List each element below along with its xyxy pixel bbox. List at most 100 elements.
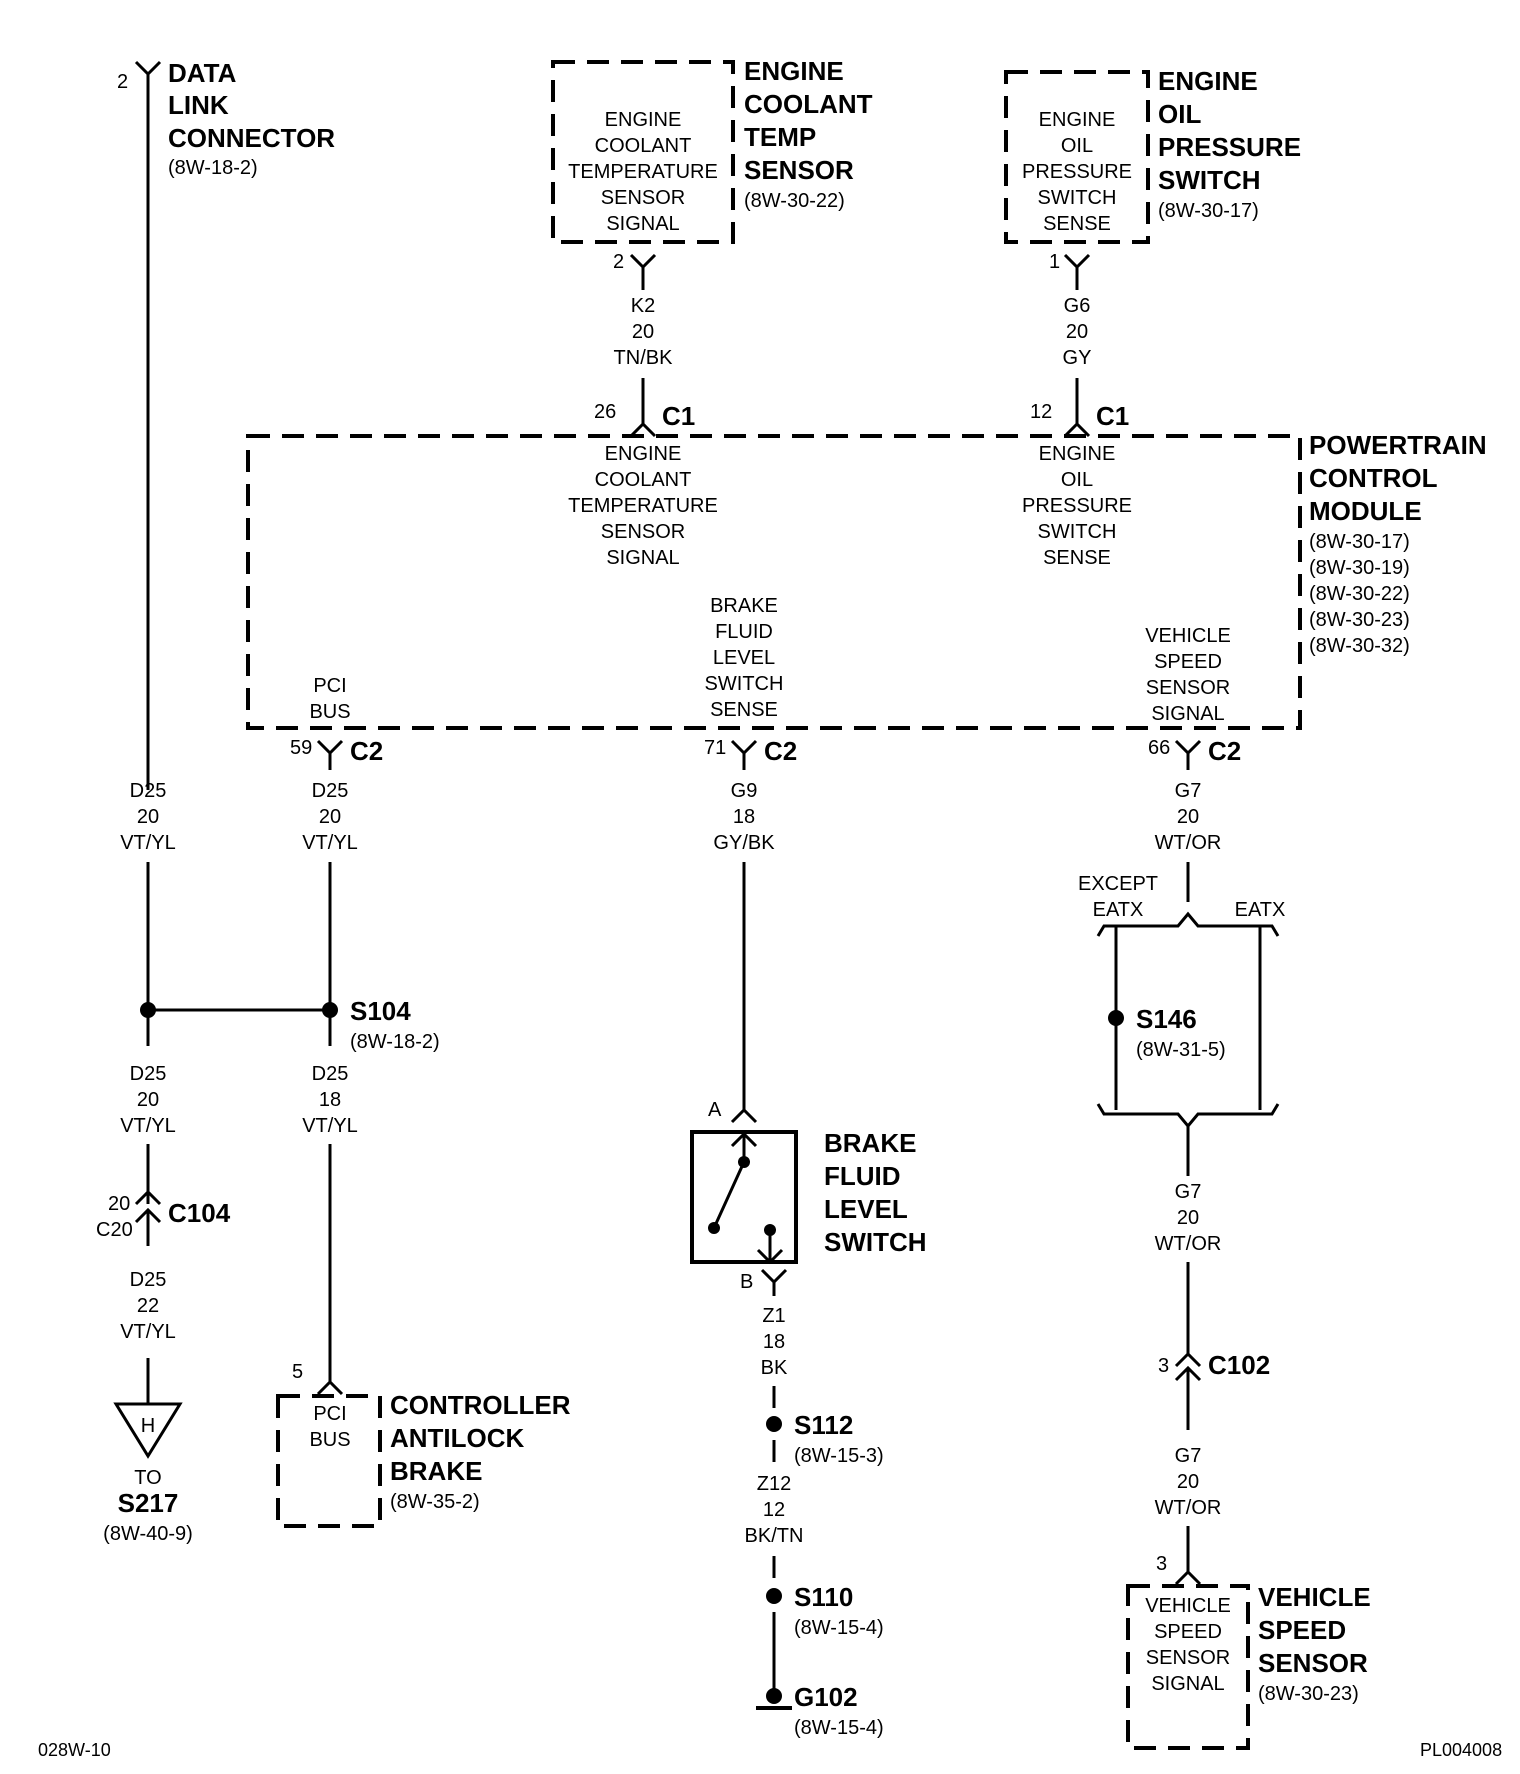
vss-mid-color: WT/OR xyxy=(1155,1233,1222,1255)
vss-top-circuit: G7 xyxy=(1175,780,1202,802)
ects-title-3: TEMP xyxy=(744,122,816,152)
pcm-ref-4: (8W-30-23) xyxy=(1309,609,1410,631)
vss-title-1: VEHICLE xyxy=(1258,1582,1371,1612)
bfls-contact-pivot xyxy=(708,1222,720,1234)
s104-name: S104 xyxy=(350,996,411,1026)
ects-title-4: SENSOR xyxy=(744,155,854,185)
pcm-ref-5: (8W-30-32) xyxy=(1309,635,1410,657)
pcm-ect-label-1: ENGINE xyxy=(605,443,682,465)
oilsw-inner-5: SENSE xyxy=(1043,213,1111,235)
vss-top-gauge: 20 xyxy=(1177,806,1199,828)
pcm-vss-label-4: SIGNAL xyxy=(1151,703,1224,725)
ects-inner-4: SENSOR xyxy=(601,187,685,209)
oilsw-inner-1: ENGINE xyxy=(1039,109,1116,131)
c104-pin-top: 20 xyxy=(108,1193,130,1215)
dlc-top-color: VT/YL xyxy=(120,832,176,854)
pcm-oil-label-3: PRESSURE xyxy=(1022,495,1132,517)
pcm-ref-1: (8W-30-17) xyxy=(1309,531,1410,553)
pcm-vss-label-1: VEHICLE xyxy=(1145,625,1231,647)
dlc-mid-circuit: D25 xyxy=(130,1063,167,1085)
c104-name: C104 xyxy=(168,1198,231,1228)
pcm-ect-label-5: SIGNAL xyxy=(606,547,679,569)
splice-wires xyxy=(146,862,332,1046)
vss-low-circuit: G7 xyxy=(1175,1445,1202,1467)
oilsw-wire-color: GY xyxy=(1063,347,1092,369)
dlc-mid-gauge: 20 xyxy=(137,1089,159,1111)
bfls-title-1: BRAKE xyxy=(824,1128,916,1158)
dlc-title-3: CONNECTOR xyxy=(168,123,335,153)
pcm-oil-label-1: ENGINE xyxy=(1039,443,1116,465)
brake-top-circuit: G9 xyxy=(731,780,758,802)
c102-name: C102 xyxy=(1208,1350,1270,1380)
oilsw-title-4: SWITCH xyxy=(1158,165,1261,195)
cab-ref: (8W-35-2) xyxy=(390,1491,480,1513)
footer-left-code: 028W-10 xyxy=(38,1740,111,1760)
pcm-vss-label-2: SPEED xyxy=(1154,651,1222,673)
cab-box xyxy=(276,1394,382,1528)
vss-pin: 3 xyxy=(1156,1553,1167,1575)
oilsw-wire-bottom xyxy=(1063,378,1091,438)
pcm-brake-label-4: SWITCH xyxy=(705,673,784,695)
cab-title-2: ANTILOCK xyxy=(390,1423,525,1453)
s104-dot xyxy=(322,1002,338,1018)
dlc-low-color: VT/YL xyxy=(120,1321,176,1343)
vss-title-3: SENSOR xyxy=(1258,1648,1368,1678)
pci-mid-color: VT/YL xyxy=(302,1115,358,1137)
pcm-pin-brake-conn: C2 xyxy=(764,736,797,766)
pcm-pin-pci-num: 59 xyxy=(290,737,312,759)
brake-fluid-circuit: G9 18 GY/BK A BRAKE FLUID LEVEL SWITCH B… xyxy=(690,739,927,1739)
pci-mid-circuit: D25 xyxy=(312,1063,349,1085)
oilsw-wire-gauge: 20 xyxy=(1066,321,1088,343)
s110-dot xyxy=(766,1588,782,1604)
ects-inner-1: ENGINE xyxy=(605,109,682,131)
oilsw-title-3: PRESSURE xyxy=(1158,132,1301,162)
engine-coolant-temp-sensor: ENGINE COOLANT TEMPERATURE SENSOR SIGNAL… xyxy=(551,56,873,438)
pcm-pin-vss-num: 66 xyxy=(1148,737,1170,759)
oilsw-wire-top xyxy=(1063,253,1091,290)
ects-title-1: ENGINE xyxy=(744,56,844,86)
variant-eatx-right: EATX xyxy=(1235,899,1286,921)
ground-wire-top xyxy=(760,1268,788,1296)
pcm-pin-oil-conn: C1 xyxy=(1096,401,1129,431)
dlc-title-1: DATA xyxy=(168,58,237,88)
bfls-title-2: FLUID xyxy=(824,1161,901,1191)
brake-wire-top xyxy=(730,739,758,770)
s110-name: S110 xyxy=(794,1582,853,1612)
powertrain-control-module: 26 C1 12 C1 ENGINE COOLANT TEMPERATURE S… xyxy=(246,401,1487,766)
vss-inner-3: SENSOR xyxy=(1146,1647,1230,1669)
vss-low-color: WT/OR xyxy=(1155,1497,1222,1519)
vss-mid-circuit: G7 xyxy=(1175,1181,1202,1203)
oilsw-box xyxy=(1004,70,1150,244)
oilsw-inner-2: OIL xyxy=(1061,135,1093,157)
bfls-contact-top xyxy=(738,1156,750,1168)
pcm-title-3: MODULE xyxy=(1309,496,1422,526)
variant-except: EXCEPT xyxy=(1078,873,1158,895)
dlc-title-2: LINK xyxy=(168,90,229,120)
pcm-pci-label-2: BUS xyxy=(309,701,350,723)
vss-inner-2: SPEED xyxy=(1154,1621,1222,1643)
dlc-mid-color: VT/YL xyxy=(120,1115,176,1137)
cab-inner-2: BUS xyxy=(309,1429,350,1451)
s112-ref: (8W-15-3) xyxy=(794,1445,884,1467)
cab-pin: 5 xyxy=(292,1361,303,1383)
ects-box xyxy=(551,60,735,244)
bfls-title-3: LEVEL xyxy=(824,1194,908,1224)
vss-box xyxy=(1126,1584,1250,1750)
oilsw-inner-3: PRESSURE xyxy=(1022,161,1132,183)
bfls-pin-a: A xyxy=(708,1099,722,1121)
oilsw-wire-circuit: G6 xyxy=(1064,295,1091,317)
ects-inner-3: TEMPERATURE xyxy=(568,161,718,183)
bfls-switch-symbol xyxy=(712,1131,784,1265)
s110-ref: (8W-15-4) xyxy=(794,1617,884,1639)
c102-pin: 3 xyxy=(1158,1355,1169,1377)
vss-top-color: WT/OR xyxy=(1155,832,1222,854)
variant-eatx-left: EATX xyxy=(1093,899,1144,921)
ects-wire-gauge: 20 xyxy=(632,321,654,343)
ects-wire-top xyxy=(629,253,657,290)
engine-oil-pressure-switch: ENGINE OIL PRESSURE SWITCH SENSE ENGINE … xyxy=(1004,66,1301,438)
offpage-letter: H xyxy=(141,1415,155,1437)
pcm-oil-label-5: SENSE xyxy=(1043,547,1111,569)
s112-name: S112 xyxy=(794,1410,853,1440)
ground2-gauge: 12 xyxy=(763,1499,785,1521)
